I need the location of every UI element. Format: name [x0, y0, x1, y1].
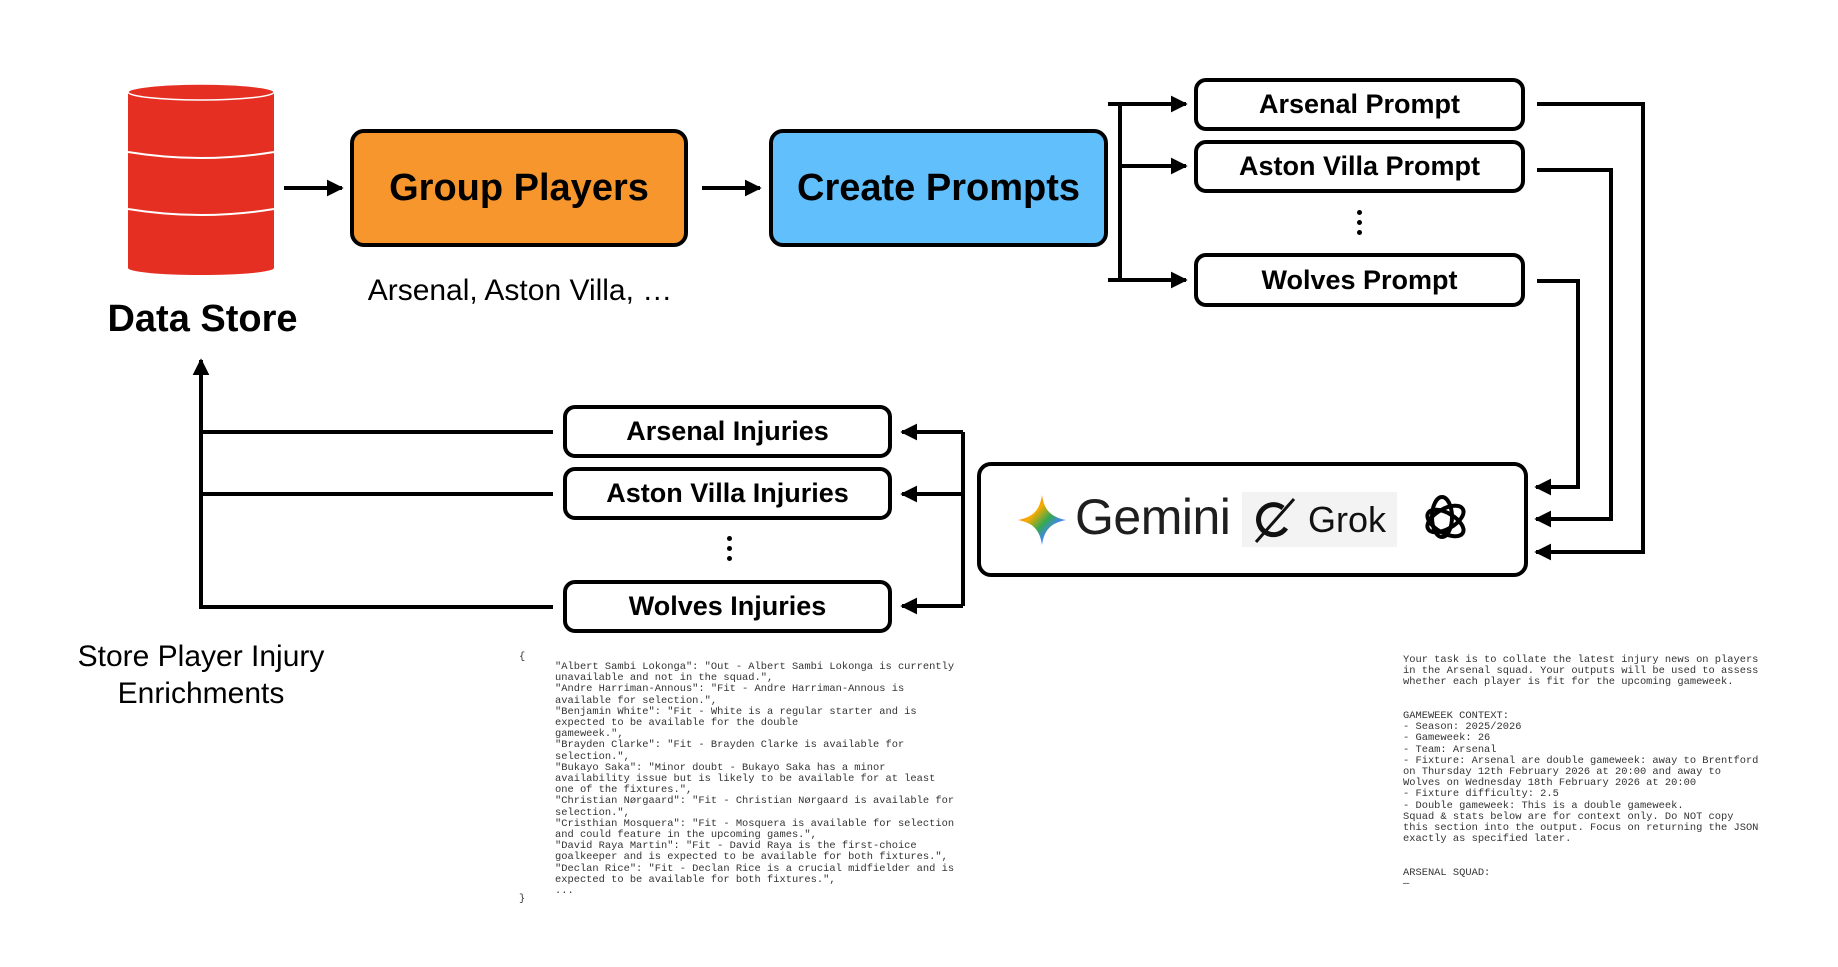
injury-json-line: and could feature in the upcoming games.… [555, 829, 817, 842]
prompt-example-line: - Season: 2025/2026 [1403, 721, 1522, 734]
injury-json-line: goalkeeper and is expected to be availab… [555, 851, 948, 864]
injury-json-line: "Declan Rice": "Fit - Declan Rice is a c… [555, 862, 955, 875]
prompt-example-line: ARSENAL SQUAD: [1403, 866, 1491, 879]
more-prompts-ellipsis [1356, 210, 1362, 240]
grok-logo [1242, 492, 1397, 547]
create-prompts-label: Create Prompts [797, 166, 1080, 209]
injury-json-line: "Cristhian Mosquera": "Fit - Mosquera is… [555, 817, 955, 830]
prompt-wolves[interactable]: Wolves Prompt [1194, 253, 1525, 307]
prompt-example-line: - Team: Arsenal [1403, 743, 1497, 756]
prompt-example-line [1403, 845, 1758, 856]
group-players-label: Group Players [389, 166, 649, 209]
wire-arsenal-prompt-to-llm [1534, 102, 1645, 561]
openai-logo-icon [1425, 495, 1466, 539]
injury-json-line: "David Raya Martin": "Fit - David Raya i… [555, 840, 917, 853]
injury-json-line: "Andre Harriman-Annous": "Fit - Andre Ha… [555, 683, 905, 696]
prompt-arsenal[interactable]: Arsenal Prompt [1194, 78, 1525, 131]
fanout-trunk [1108, 102, 1122, 282]
gemini-label: Gemini [1075, 489, 1231, 545]
injury-json-line: unavailable and not in the squad.", [555, 672, 774, 685]
prompt-label: Wolves Prompt [1261, 264, 1458, 295]
store-caption-line2: Enrichments [117, 677, 285, 710]
prompt-example-line: GAMEWEEK CONTEXT: [1403, 710, 1510, 723]
create-prompts-node[interactable]: Create Prompts [769, 129, 1108, 247]
prompt-example-line: Wolves on Wednesday 18th February 2026 a… [1403, 777, 1697, 790]
injuries-label: Wolves Injuries [628, 591, 827, 621]
group-players-node[interactable]: Group Players [350, 129, 688, 247]
injury-json-line: available for selection.", [555, 694, 718, 707]
injury-json-line: "Christian Nørgaard": "Fit - Christian N… [555, 795, 955, 808]
prompt-aston-villa[interactable]: Aston Villa Prompt [1194, 140, 1525, 193]
prompt-example-line: - Fixture: Arsenal are double gameweek: … [1403, 754, 1759, 767]
injury-json-example: "Albert Sambi Lokonga": "Out - Albert Sa… [555, 661, 955, 898]
wire-wolves-prompt-to-llm [1534, 279, 1580, 496]
prompt-example-line: — [1403, 878, 1410, 891]
injuries-arsenal[interactable]: Arsenal Injuries [563, 405, 892, 458]
injury-json-line: one of the fixtures.", [555, 784, 693, 797]
injury-json-line: ... [555, 885, 574, 898]
grok-logo-icon [1254, 498, 1296, 543]
database-icon[interactable] [126, 82, 278, 276]
injury-json-line: availability issue but is likely to be a… [555, 773, 936, 786]
prompt-label: Arsenal Prompt [1258, 89, 1461, 119]
injury-json-line: selection.", [555, 806, 630, 819]
prompt-example-line: exactly as specified later. [1403, 833, 1572, 846]
injury-json-line: selection.", [555, 750, 630, 763]
prompt-example-line [1403, 689, 1758, 700]
prompt-example-text: Your task is to collate the latest injur… [1403, 654, 1759, 891]
llm-providers-node[interactable]: Gemini Grok [977, 462, 1528, 577]
prompt-example-line: on Thursday 12th February 2026 at 20:00 … [1403, 766, 1722, 779]
more-injuries-ellipsis [726, 536, 732, 566]
prompt-example-line: - Gameweek: 26 [1403, 732, 1491, 745]
injuries-aston-villa[interactable]: Aston Villa Injuries [563, 467, 892, 520]
injury-json-close-brace: } [519, 893, 526, 905]
prompt-label: Aston Villa Prompt [1238, 151, 1481, 181]
injuries-label: Arsenal Injuries [626, 416, 829, 446]
prompt-example-line: in the Arsenal squad. Your outputs will … [1403, 665, 1759, 678]
gemini-sparkle-icon [1018, 495, 1066, 545]
injury-json-line: "Brayden Clarke": "Fit - Brayden Clarke … [555, 739, 905, 752]
injury-json-open-brace: { [519, 651, 526, 663]
store-caption-line1: Store Player Injury [77, 640, 325, 673]
prompt-example-line: - Fixture difficulty: 2.5 [1403, 788, 1559, 801]
injury-json-line: "Bukayo Saka": "Minor doubt - Bukayo Sak… [555, 761, 886, 774]
group-players-caption: Arsenal, Aston Villa, … [367, 274, 673, 307]
grok-label: Grok [1308, 499, 1387, 540]
prompt-example-line: Squad & stats below are for context only… [1403, 810, 1734, 823]
injuries-label: Aston Villa Injuries [606, 478, 849, 508]
injury-json-line: "Benjamin White": "Fit - White is a regu… [555, 705, 917, 718]
injury-json-line: expected to be available for both fixtur… [555, 873, 836, 886]
store-enrichments-caption: Store Player Injury Enrichments [40, 638, 362, 712]
wire-aston-villa-prompt-to-llm [1534, 168, 1613, 528]
prompt-example-line: Your task is to collate the latest injur… [1403, 654, 1759, 666]
prompt-example-line: whether each player is fit for the upcom… [1403, 676, 1734, 689]
injury-json-line: gameweek.", [555, 728, 624, 741]
injury-json-line: "Albert Sambi Lokonga": "Out - Albert Sa… [555, 661, 955, 673]
prompt-example-line: this section into the output. Focus on r… [1403, 822, 1759, 835]
injuries-wolves[interactable]: Wolves Injuries [563, 580, 892, 633]
data-store-label: Data Store [107, 298, 298, 340]
prompt-example-line: - Double gameweek: This is a double game… [1403, 799, 1684, 812]
injury-json-line: expected to be available for the double [555, 717, 799, 730]
